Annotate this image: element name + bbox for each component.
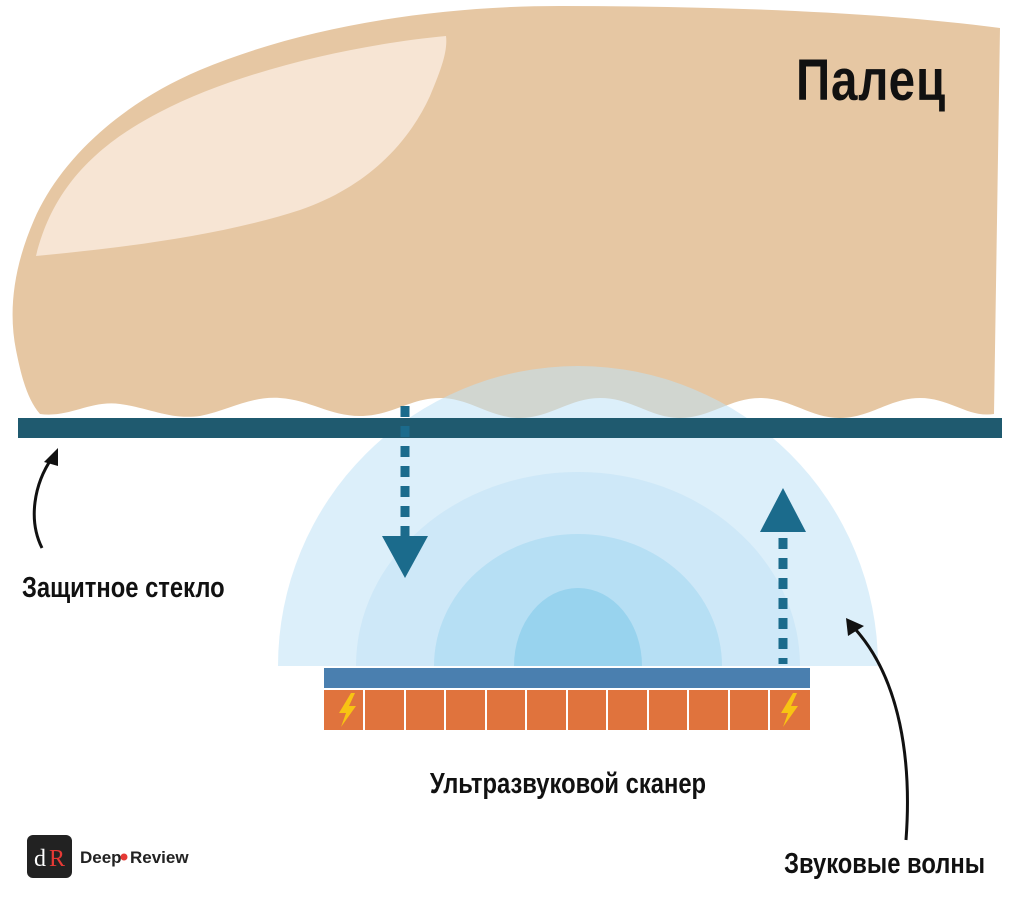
ultrasonic-scanner-label: Ультразвуковой сканер (430, 767, 706, 800)
scanner-plate (324, 668, 810, 688)
glass-pointer-arrow (32, 457, 54, 549)
lightning-bolt-icon (781, 693, 798, 727)
logo-name-review: Review (130, 848, 189, 867)
fingernail-highlight (36, 36, 447, 256)
sensor-cell-dividers (363, 690, 770, 730)
glass-pointer-arrowhead (44, 448, 58, 466)
protective-glass (18, 418, 1002, 438)
deep-review-logo: d R Deep Review (27, 835, 189, 878)
lightning-bolt-icon (339, 693, 356, 727)
sound-wave-inner (514, 588, 642, 666)
ultrasonic-scanner (324, 668, 810, 730)
sound-waves (278, 366, 878, 666)
arrow-up (760, 488, 806, 664)
logo-name-deep: Deep (80, 848, 122, 867)
arrow-up-head (760, 488, 806, 532)
logo-mark-letter-r: R (49, 846, 65, 872)
finger (12, 6, 1001, 418)
finger-label: Палец (796, 49, 946, 114)
waves-pointer-arrowhead (846, 618, 864, 636)
logo-separator-dot (120, 853, 128, 861)
sound-waves-label: Звуковые волны (784, 847, 985, 880)
arrow-down-head (382, 536, 428, 578)
sensor-array (324, 690, 810, 730)
arrow-down (382, 406, 428, 578)
waves-pointer-arrow (854, 629, 909, 841)
protective-glass-label: Защитное стекло (22, 571, 225, 604)
logo-mark (27, 835, 72, 878)
logo-mark-letter-d: d (34, 846, 46, 872)
